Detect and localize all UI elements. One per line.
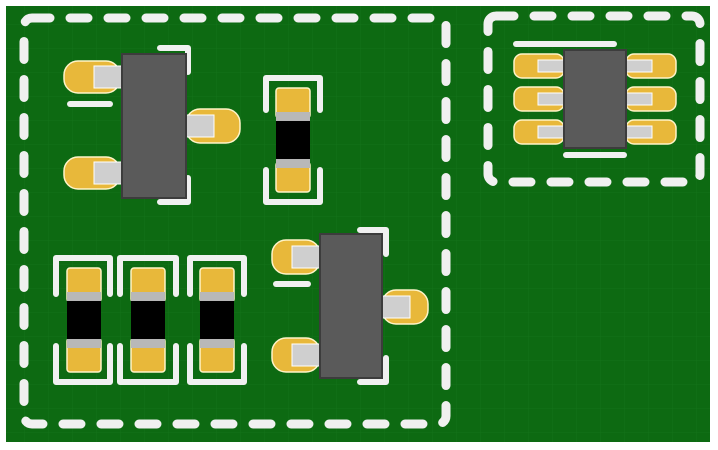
resistor-band (67, 338, 101, 348)
silk-bracket (53, 255, 113, 297)
resistor-element (67, 301, 101, 339)
silk-bracket (117, 255, 179, 297)
soic6-top-right (513, 41, 677, 158)
sot23-bottom-center (271, 227, 429, 385)
pin (623, 92, 653, 106)
resistor-band (67, 292, 101, 302)
pin (537, 59, 567, 73)
silk-bracket (157, 45, 191, 75)
silk-bracket (357, 355, 389, 385)
silk-bracket (263, 167, 323, 205)
silk-bracket (117, 343, 179, 385)
pin (291, 245, 321, 269)
resistor-element (131, 301, 165, 339)
resistor-band (131, 338, 165, 348)
pin (623, 125, 653, 139)
ic-body (319, 233, 383, 379)
silk-bracket (263, 75, 323, 113)
pin (381, 295, 411, 319)
resistor-element (200, 301, 234, 339)
left-group-outline (19, 13, 451, 429)
ic-body (563, 49, 627, 149)
resistor-bottom-1 (53, 255, 113, 385)
silk-bracket (157, 175, 191, 205)
silk-bracket (53, 343, 113, 385)
pin (291, 343, 321, 367)
pin (93, 161, 123, 185)
resistor-band (200, 292, 234, 302)
pin (183, 114, 215, 138)
ic-body (121, 53, 187, 199)
resistor-element (276, 121, 310, 159)
silk-bracket (357, 227, 389, 257)
resistor-top-center (263, 75, 323, 205)
right-group-outline (483, 11, 705, 187)
pin (537, 92, 567, 106)
resistor-band (131, 292, 165, 302)
pin (537, 125, 567, 139)
resistor-band (276, 112, 310, 122)
pin (93, 65, 123, 89)
pin (623, 59, 653, 73)
silk-bracket (187, 343, 247, 385)
resistor-band (276, 158, 310, 168)
resistor-band (200, 338, 234, 348)
sot23-top-left (63, 45, 241, 205)
resistor-bottom-3 (187, 255, 247, 385)
silk-bracket (187, 255, 247, 297)
resistor-bottom-2 (117, 255, 179, 385)
